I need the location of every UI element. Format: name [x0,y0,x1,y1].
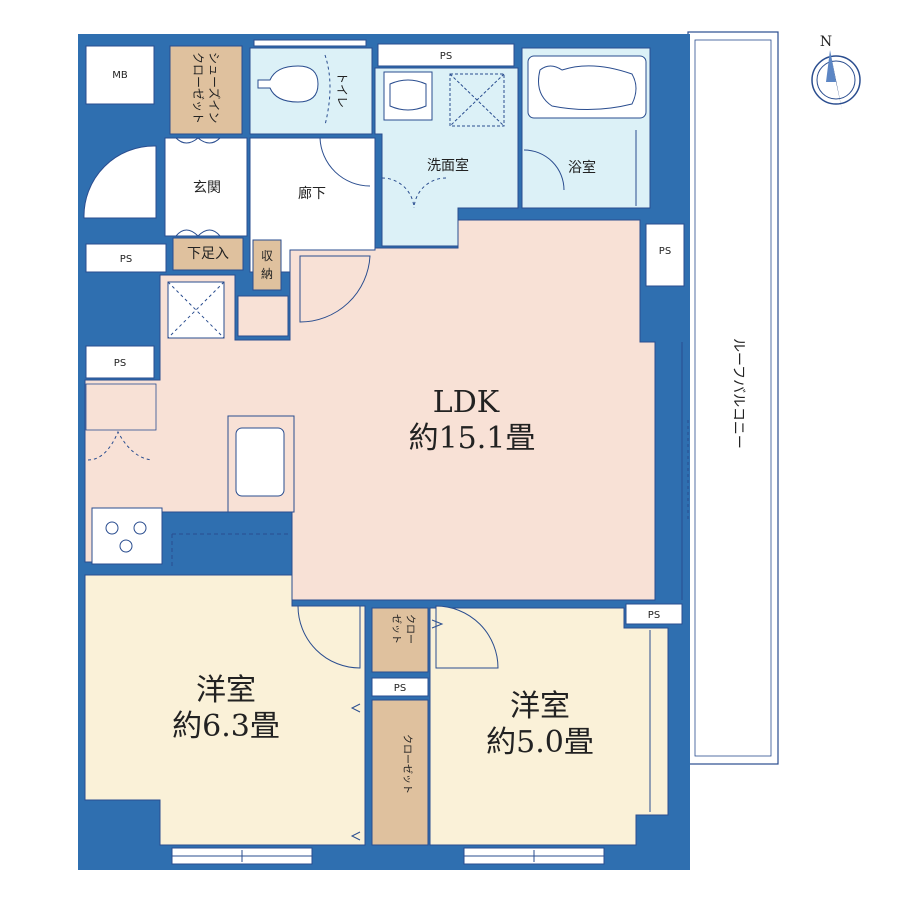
storage-area [252,239,282,291]
closet-tall-label: クローゼット [401,734,413,794]
shoe-closet-label-1: シューズイン [207,52,222,123]
storage-label-1: 収 [261,249,273,263]
compass-needle-icon [830,50,842,110]
bathtub-icon [527,55,647,119]
washroom-label: 洗面室 [427,157,469,174]
closet-small-area [371,607,429,673]
corridor-area [249,137,376,273]
bedroom-1-area [84,574,366,846]
ps-right-label: PS [659,246,671,257]
bath-label: 浴室 [568,159,596,176]
ps-top-box [377,43,515,67]
closet-small-label-1: クロー [404,614,416,644]
window-toilet [253,39,367,47]
washing-pan-icon [449,73,505,127]
bedroom-1-name: 洋室 [196,673,256,708]
corridor-label: 廊下 [298,185,326,202]
roof-balcony: ルーフバルコニー [687,31,779,765]
entrance-area [164,137,248,237]
ps-right-lower-box [625,603,683,625]
shoe-closet-area [169,45,243,135]
toilet-label: トイレ [335,72,349,108]
compass: N [811,34,861,110]
mb-box [85,45,155,105]
ps-left-upper-label: PS [120,254,132,265]
bedroom-1-size: 約6.3畳 [172,709,280,744]
mb-label: MB [112,70,128,81]
closet-tall-area [371,699,429,846]
storage-label-2: 納 [261,267,273,281]
compass-north-label: N [820,34,832,50]
room-labels: LDK 約15.1畳 洋室 約6.3畳 洋室 約5.0畳 トイレ 洗面室 浴室 … [112,51,671,794]
stove-counter [91,507,163,565]
ps-left-lower-box [85,345,155,379]
bedroom-2-name: 洋室 [510,689,570,724]
ldk-name: LDK [433,385,500,420]
toilet-fixture [257,65,319,103]
shoe-rack-label: 下足入 [187,246,229,262]
ps-center-box [371,677,429,697]
left-wall-gap [85,383,157,431]
washbasin-icon [383,71,433,121]
hall-niche [237,295,289,337]
ps-top-label: PS [440,51,452,62]
shoe-closet-label-2: クローゼット [191,52,205,124]
entrance-label: 玄関 [193,179,221,196]
shoe-rack-area [172,237,244,271]
kitchen-sink-icon [235,427,285,497]
entrance-door-swing [83,145,157,219]
ldk-door-swing [299,255,371,323]
ps-left-lower-label: PS [114,358,126,369]
fixtures [83,39,689,865]
ps-center-label: PS [394,683,406,694]
bedroom-2-size: 約5.0畳 [486,725,594,760]
ps-right-box [645,223,685,287]
ps-right-lower-label: PS [648,610,660,621]
roof-balcony-label: ルーフバルコニー [730,338,746,449]
ps-left-upper-box [85,243,167,273]
ldk-size: 約15.1畳 [409,421,536,456]
closet-small-label-2: ゼット [390,614,402,644]
